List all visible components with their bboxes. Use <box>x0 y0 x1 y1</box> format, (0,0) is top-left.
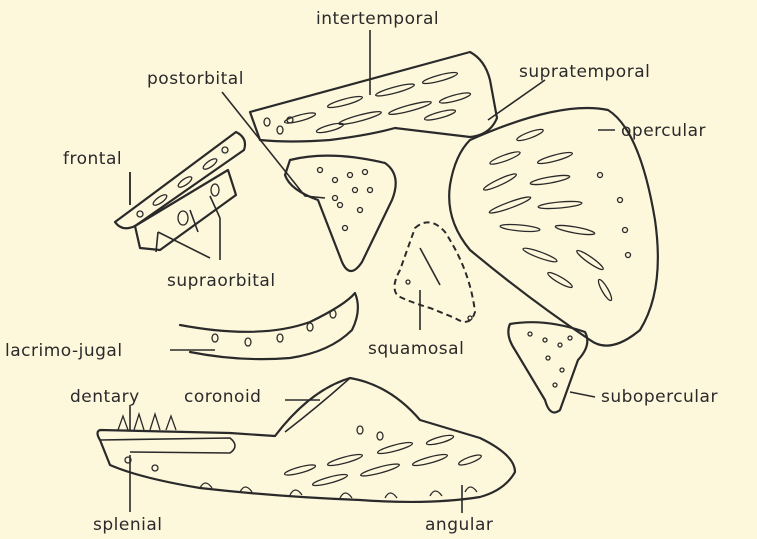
label-dentary: dentary <box>70 387 140 407</box>
dentary-teeth <box>118 414 176 430</box>
label-subopercular: subopercular <box>601 387 718 407</box>
label-intertemporal: intertemporal <box>316 9 439 29</box>
lower-jaw <box>98 378 516 502</box>
subopercular-bone <box>508 322 587 412</box>
label-frontal: frontal <box>63 149 122 169</box>
postorbital-bone <box>285 156 396 271</box>
leader-subopercular <box>570 392 595 397</box>
label-opercular: opercular <box>621 121 706 141</box>
label-coronoid: coronoid <box>184 387 261 407</box>
leader-supraorbital <box>158 218 220 260</box>
opercular-bone <box>449 108 658 346</box>
label-postorbital: postorbital <box>147 69 244 89</box>
label-lacrimo-jugal: lacrimo-jugal <box>5 341 123 361</box>
label-splenial: splenial <box>93 515 162 535</box>
label-supratemporal: supratemporal <box>519 62 650 82</box>
frontal-bone <box>115 132 245 228</box>
leader-postorbital <box>222 92 325 198</box>
label-supraorbital: supraorbital <box>167 271 276 291</box>
label-angular: angular <box>425 515 493 535</box>
leader-supratemporal <box>488 80 545 120</box>
squamosal-bone <box>394 222 475 321</box>
intertemporal-bone <box>250 52 497 142</box>
label-squamosal: squamosal <box>368 339 464 359</box>
